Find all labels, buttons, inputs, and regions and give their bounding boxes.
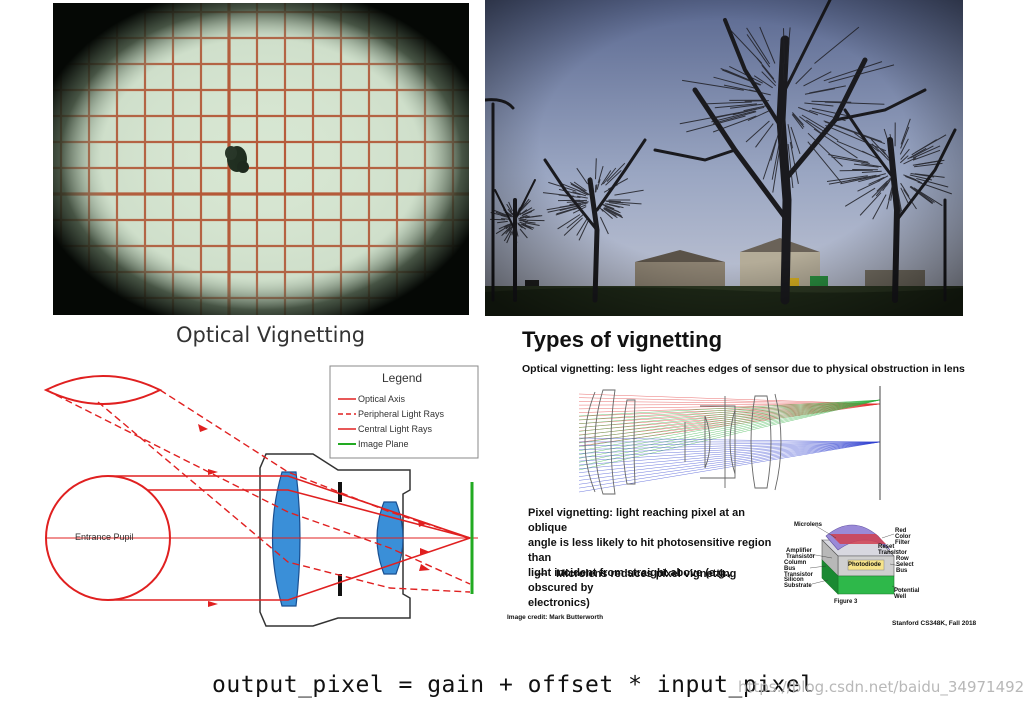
legend-item-peripheral-rays: Peripheral Light Rays — [358, 409, 445, 419]
optical-vignetting-caption: Optical Vignetting — [176, 323, 366, 347]
legend-box — [329, 365, 479, 459]
label-potential-well: Potential Well — [894, 588, 920, 600]
pixel-vignetting-description: Pixel vignetting: light reaching pixel a… — [528, 506, 783, 611]
potential-well-shape — [837, 575, 895, 595]
label-amplifier-transistor: Amplifier Transistor — [786, 548, 816, 560]
pixel-sensor-svg — [809, 524, 903, 595]
trees-photo — [485, 0, 963, 316]
red-color-filter-shape — [830, 534, 886, 544]
lens-barrel — [259, 453, 411, 627]
aperture-stop-top — [338, 482, 342, 502]
aperture-stop-bottom — [338, 574, 342, 596]
optical-vignetting-description: Optical vignetting: less light reaches e… — [522, 363, 965, 375]
legend-item-optical-axis: Optical Axis — [358, 394, 406, 404]
label-row-select-bus: Row Select Bus — [896, 556, 914, 574]
entrance-lens-shape — [43, 375, 163, 405]
pixel-sensor-illustration: Microlens Red Color Filter Reset Transis… — [782, 504, 920, 610]
csdn-watermark: https://blog.csdn.net/baidu_34971492 — [738, 678, 1025, 696]
microlens-bullet: — Microlens reduces pixel vignetting — [536, 567, 736, 582]
bullet-dash: — — [536, 568, 547, 580]
ray-arrows — [198, 424, 430, 607]
front-lens-element — [271, 471, 301, 607]
optical-vignetting-diagram: Legend Optical Axis Peripheral Light Ray… — [38, 362, 490, 630]
label-microlens: Microlens — [794, 522, 823, 528]
photodiode-shape — [847, 559, 885, 571]
grid-photo-svg — [53, 3, 469, 315]
central-rays — [108, 475, 471, 601]
label-column-bus-transistor: Column Bus Transistor — [784, 560, 814, 578]
label-reset-transistor: Reset Transistor — [878, 544, 908, 556]
pixel-desc-line-4: electronics) — [528, 597, 590, 609]
label-figure: Figure 3 — [834, 599, 858, 605]
bullet-text: Microlens reduces pixel vignetting — [556, 568, 737, 580]
vignetting-correction-formula: output_pixel = gain + offset * input_pix… — [212, 672, 815, 698]
legend-item-central-rays: Central Light Rays — [358, 424, 433, 434]
pixel-desc-line-3: light incident from straight above (e.g.… — [528, 567, 731, 594]
trees-photo-svg — [485, 0, 963, 316]
optical-diagram-svg — [43, 365, 479, 627]
label-silicon-substrate: Silicon Substrate — [784, 577, 812, 589]
lens-ray-diagram-svg — [578, 386, 881, 500]
peripheral-rays — [45, 389, 471, 593]
lens-ray-diagram — [575, 386, 885, 502]
label-red-color-filter: Red Color Filter — [895, 528, 911, 546]
pixel-desc-line-1: Pixel vignetting: light reaching pixel a… — [528, 507, 745, 534]
legend-item-image-plane: Image Plane — [358, 439, 409, 449]
course-credit: Stanford CS348K, Fall 2018 — [892, 620, 977, 627]
slide-title: Types of vignetting — [522, 327, 723, 352]
image-credit: Image credit: Mark Butterworth — [507, 614, 604, 621]
pixel-desc-line-2: angle is less likely to hit photosensiti… — [528, 537, 772, 564]
entrance-pupil-label: Entrance Pupil — [75, 532, 134, 542]
lens-elements — [584, 389, 782, 495]
vignetted-grid-photo — [53, 3, 469, 315]
label-photodiode: Photodiode — [848, 562, 881, 568]
legend-title: Legend — [382, 371, 423, 385]
